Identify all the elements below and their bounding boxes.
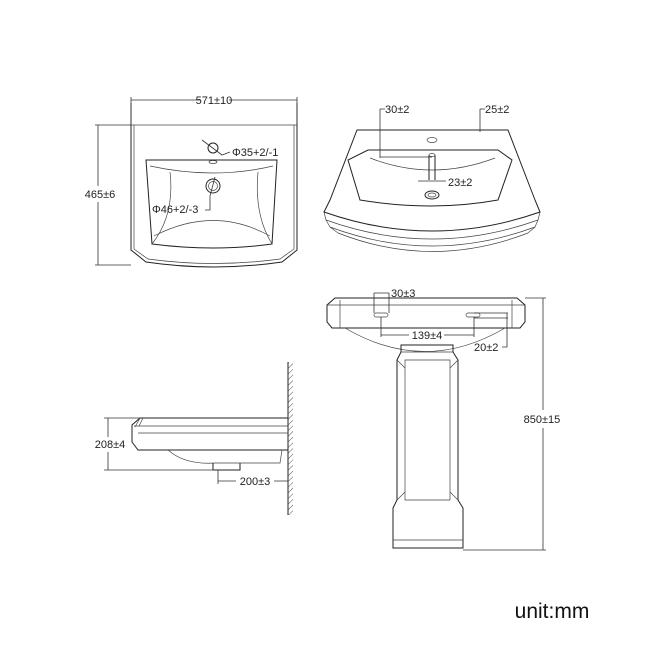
fixing-spacing-dimension: 139±4 xyxy=(412,330,443,342)
tap-hole-dimension: Φ35+2/-1 xyxy=(232,147,278,159)
top-view: 571±10 465±6 Φ35+2/-1 Φ46+2/-3 xyxy=(85,95,298,268)
depth-dimension: 465±6 xyxy=(85,189,116,201)
tap-hole xyxy=(207,142,219,154)
tap-hole xyxy=(426,137,438,143)
rim-offset-dimension: 30±2 xyxy=(385,104,409,116)
drain-to-wall-dimension: 200±3 xyxy=(240,476,271,488)
wall xyxy=(288,362,293,515)
width-dimension: 571±10 xyxy=(196,95,233,107)
overflow-dimension: 23±2 xyxy=(448,177,472,189)
basin-height-dimension: 208±4 xyxy=(95,439,126,451)
drain-hole xyxy=(424,190,440,200)
fixing-slot-left xyxy=(373,312,389,318)
fixing-slot-right xyxy=(465,312,481,318)
pedestal-view: 30±3 139±4 20±2 850±15 xyxy=(326,288,561,551)
drain-hole xyxy=(205,178,221,194)
drain-hole-dimension: Φ46+2/-3 xyxy=(152,204,198,216)
fixing-slot-dimension: 30±3 xyxy=(391,288,415,300)
slot-offset-dimension: 20±2 xyxy=(474,342,498,354)
rim-thickness-dimension: 25±2 xyxy=(485,104,509,116)
side-view: 208±4 200±3 xyxy=(95,362,293,515)
overflow-hole xyxy=(208,160,218,164)
front-view: 30±2 25±2 23±2 xyxy=(323,104,541,252)
unit-label: unit:mm xyxy=(515,600,590,623)
height-dimension: 850±15 xyxy=(524,414,561,426)
